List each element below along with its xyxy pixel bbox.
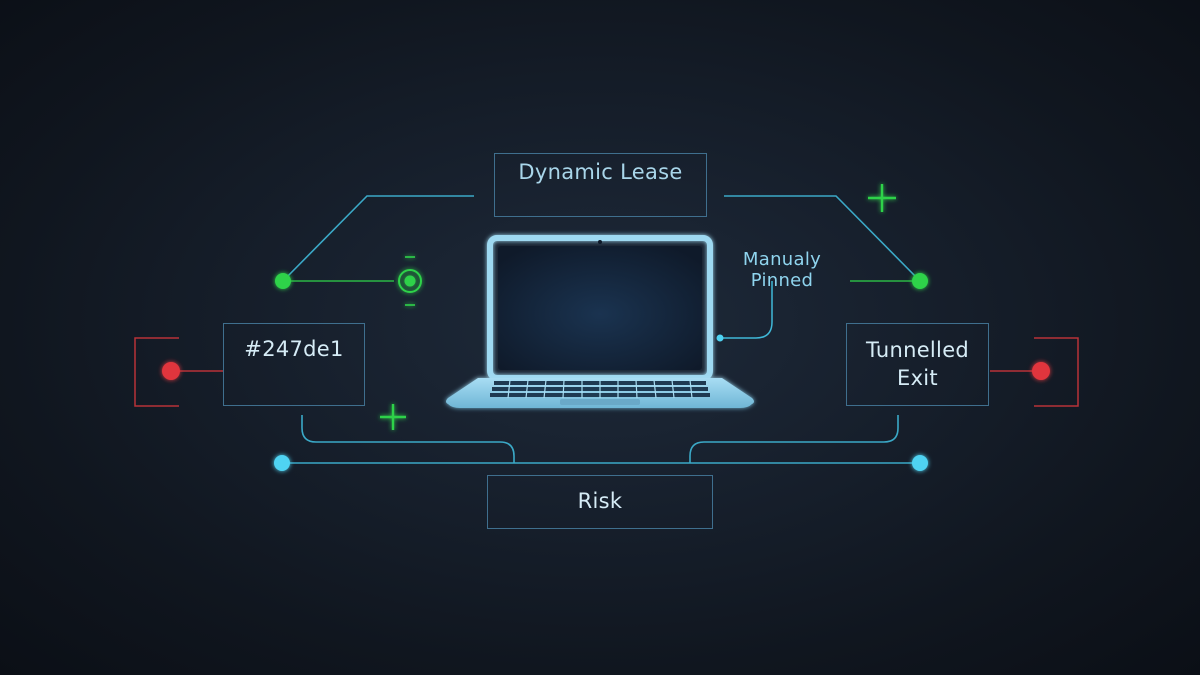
plus-icon bbox=[380, 404, 406, 430]
laptop-icon bbox=[446, 235, 754, 408]
laptop-key-gaps bbox=[507, 379, 693, 399]
cyan-node-right bbox=[912, 455, 928, 471]
risk-label: Risk bbox=[577, 489, 623, 514]
plus-icon bbox=[868, 184, 896, 212]
bottom-bus bbox=[282, 415, 920, 464]
dynamic-lease-label: Dynamic Lease bbox=[518, 160, 683, 185]
upper-right-connector bbox=[724, 195, 921, 282]
hex-code-box: #247de1 bbox=[223, 323, 365, 406]
upper-left-connector bbox=[282, 195, 474, 282]
hex-code-label: #247de1 bbox=[244, 337, 344, 361]
tunnelled-exit-label: Tunnelled Exit bbox=[865, 338, 970, 390]
red-node-left bbox=[162, 362, 180, 380]
target-icon bbox=[398, 256, 422, 306]
pinned-node bbox=[716, 334, 724, 342]
red-node-right bbox=[1032, 362, 1050, 380]
tunnelled-exit-box: Tunnelled Exit bbox=[846, 323, 989, 406]
risk-box: Risk bbox=[487, 475, 713, 529]
dynamic-lease-box: Dynamic Lease bbox=[494, 153, 707, 217]
green-node-left bbox=[275, 273, 291, 289]
laptop-trackpad bbox=[560, 399, 640, 405]
green-node-right bbox=[912, 273, 928, 289]
manually-pinned-text: Manualy Pinned bbox=[742, 248, 822, 292]
manually-pinned-label: Manualy Pinned bbox=[730, 227, 834, 292]
cyan-node-left bbox=[274, 455, 290, 471]
pinned-connector bbox=[720, 281, 773, 339]
